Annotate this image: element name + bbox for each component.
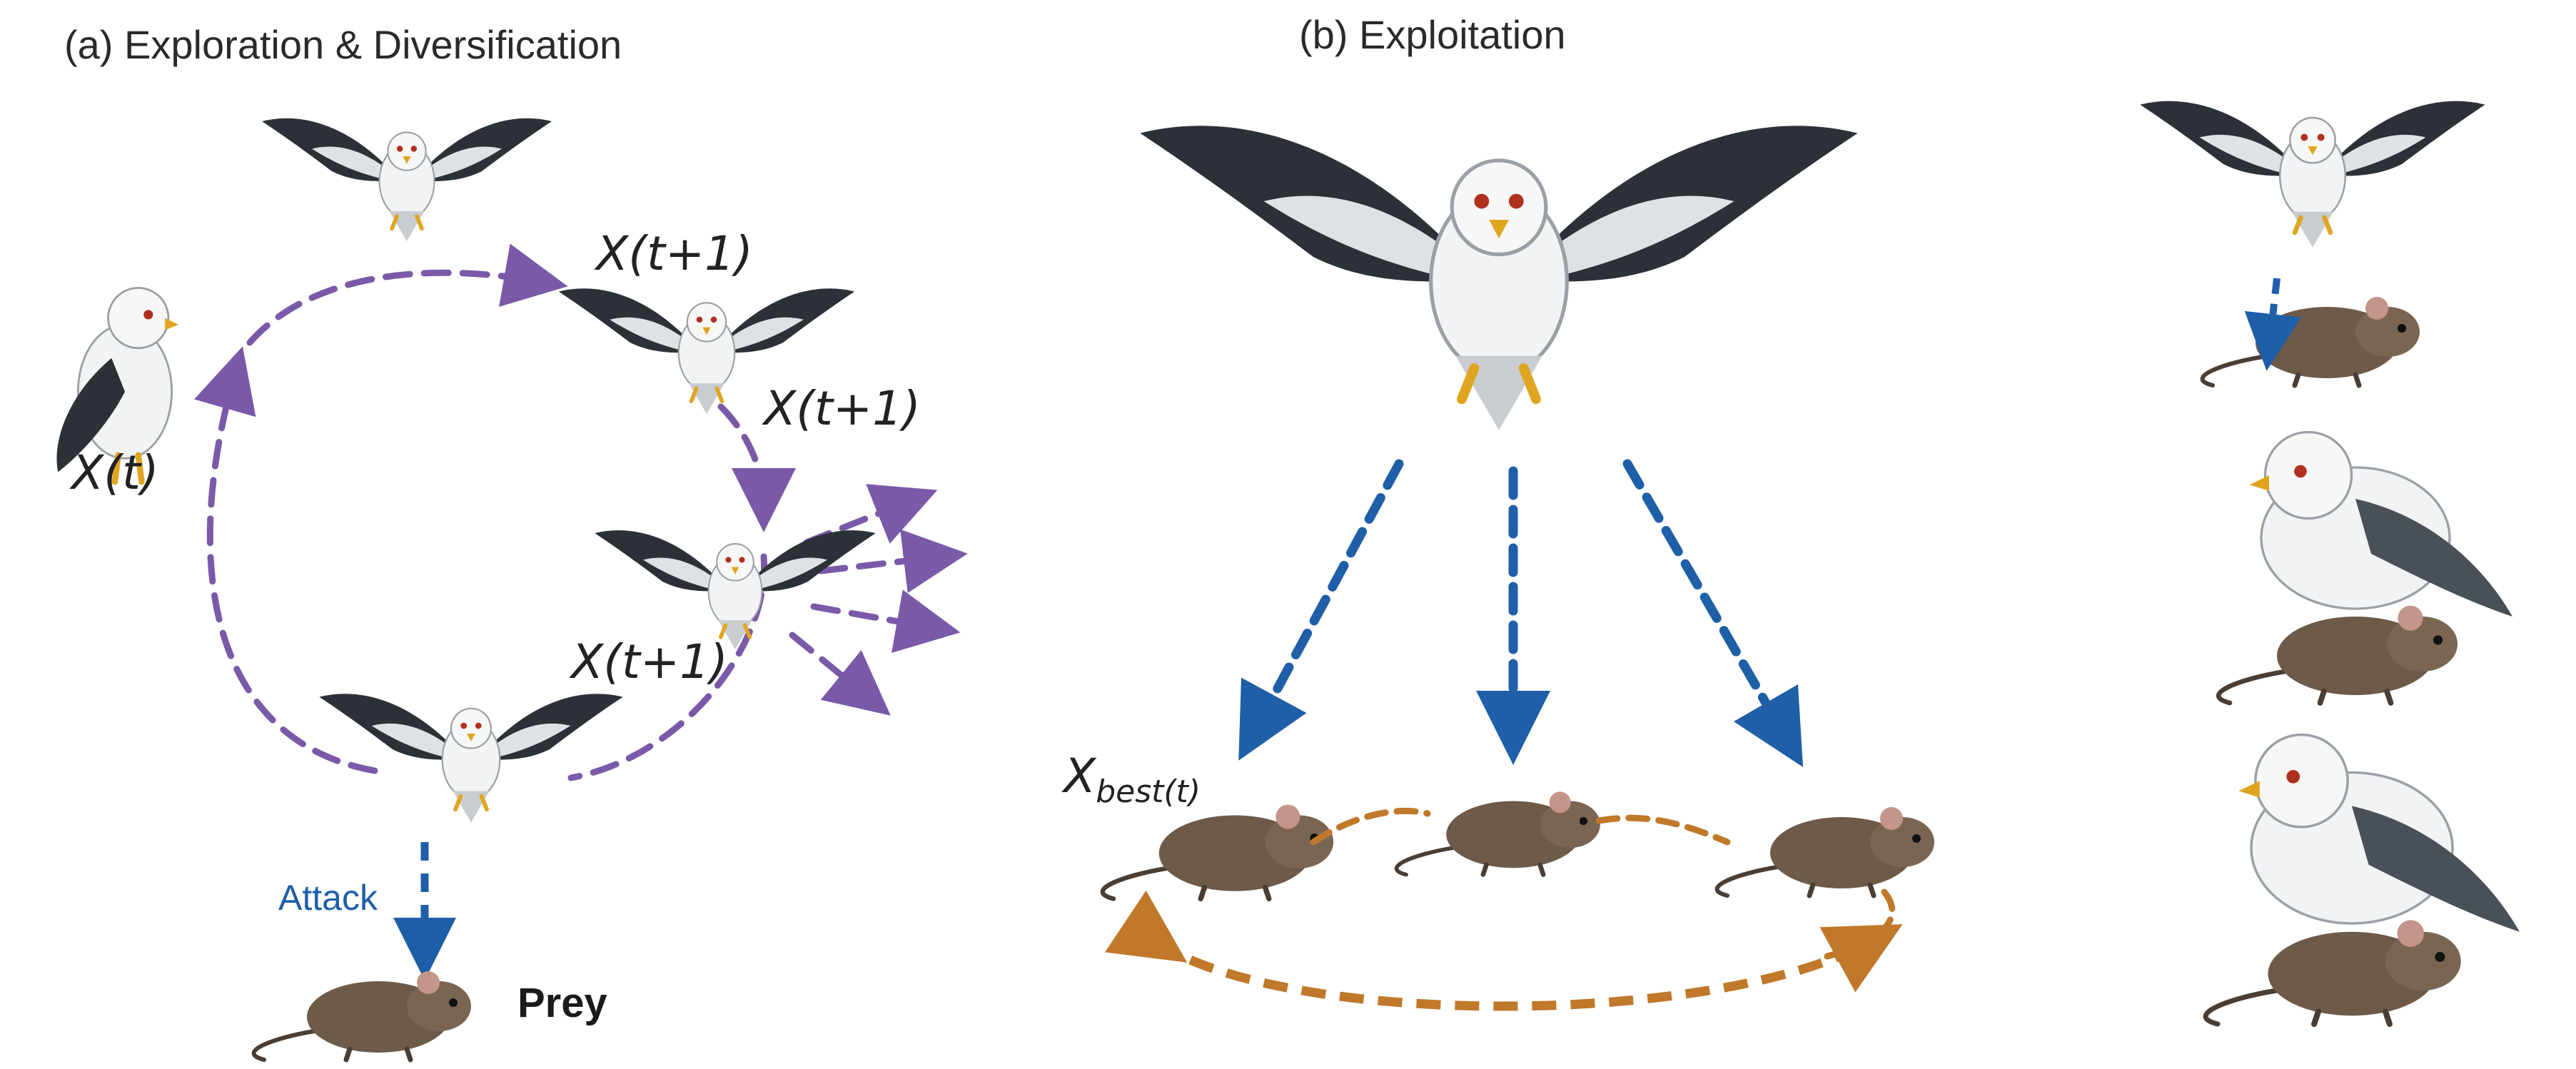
kite-icon-attack (319, 694, 622, 822)
exploration-arrows (193, 243, 968, 781)
position-next-label-2: X(t+1) (762, 381, 921, 436)
grasp-arrow (2244, 278, 2302, 371)
best-position-label: Xbest(t) (1061, 749, 1201, 810)
mouse-icon-b3 (1717, 807, 1934, 896)
mouse-icon-b2 (1397, 791, 1600, 874)
best-position-base: X (1061, 749, 1097, 804)
position-next-label-1: X(t+1) (594, 226, 753, 281)
mouse-icon-prey (254, 971, 471, 1060)
panel-b-title: (b) Exploitation (1299, 12, 1566, 57)
kite-icon-a3 (595, 530, 876, 649)
mouse-icon-b1 (1103, 805, 1333, 899)
panel-a-title: (a) Exploration & Diversification (64, 22, 622, 67)
position-current-label: X(t) (69, 445, 159, 500)
kite-icon-grasp-3 (2206, 735, 2520, 1024)
prey-circle-arrow (1104, 890, 1903, 1011)
position-next-label-3: X(t+1) (569, 634, 728, 689)
best-position-subscript: best(t) (1096, 774, 1201, 810)
mouse-icon-grasp-1 (2203, 297, 2420, 385)
kite-icon-a1 (262, 118, 552, 241)
kite-icon-grasp-2 (2218, 432, 2512, 704)
exploitation-arrows (1238, 459, 1804, 768)
prey-label: Prey (517, 980, 607, 1026)
kite-icon-exploitation (1140, 126, 1857, 430)
kite-icon-grasp-1 (2140, 101, 2485, 248)
attack-label: Attack (278, 878, 378, 918)
